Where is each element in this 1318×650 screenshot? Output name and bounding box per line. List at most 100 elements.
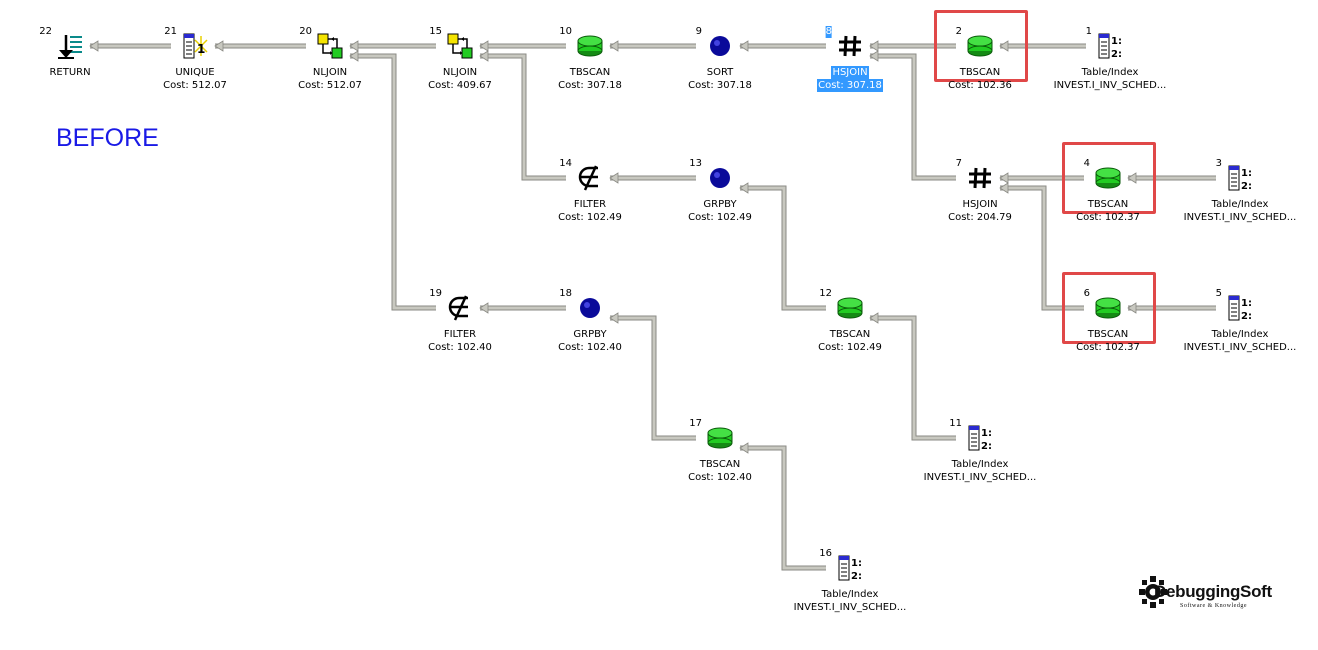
node-operator-name: GRPBY: [703, 199, 737, 210]
svg-text:2:: 2:: [1111, 49, 1122, 60]
hsjoin-icon: [836, 32, 864, 60]
unique-icon: 1: [181, 32, 209, 60]
node-id: 17: [689, 418, 702, 429]
node-operator-name: TBSCAN: [1087, 199, 1129, 210]
node-operator-name: Table/Index: [1211, 199, 1269, 210]
node-id: 2: [955, 26, 962, 37]
svg-text:2:: 2:: [1241, 181, 1252, 192]
tbscan-icon: [706, 424, 734, 452]
highlight-box-2: [934, 10, 1028, 82]
table-icon: 1: 2:: [836, 554, 864, 582]
node-cost: INVEST.I_INV_SCHED...: [923, 472, 1037, 483]
node-operator-name: RETURN: [49, 67, 91, 78]
edge-21-to-22: [89, 40, 171, 52]
node-cost: Cost: 307.18: [688, 80, 752, 91]
node-id: 22: [39, 26, 52, 37]
logo-name: DebuggingSoft: [1154, 582, 1272, 601]
node-id: 8: [825, 26, 832, 38]
grpby-icon: [576, 294, 604, 322]
svg-text:1: 1: [197, 42, 205, 56]
table-icon: 1: 2:: [1096, 32, 1124, 60]
edge-13-to-14: [609, 172, 696, 184]
node-operator-name: TBSCAN: [959, 67, 1001, 78]
node-operator-name: Table/Index: [951, 459, 1009, 470]
tbscan-icon: [966, 32, 994, 60]
node-operator-name: HSJOIN: [962, 199, 998, 210]
edge-12-to-13: [739, 182, 826, 311]
node-id: 20: [299, 26, 312, 37]
edge-5-to-6: [1127, 302, 1216, 314]
node-operator-name: GRPBY: [573, 329, 607, 340]
node-operator-name: NLJOIN: [442, 67, 478, 78]
gear-icon: [1139, 576, 1167, 608]
edge-17-to-18: [609, 312, 696, 441]
node-operator-name: FILTER: [443, 329, 477, 340]
node-id: 1: [1085, 26, 1092, 37]
edge-11-to-12: [869, 312, 956, 441]
node-cost: Cost: 102.37: [1076, 212, 1140, 223]
svg-text:1:: 1:: [851, 558, 862, 569]
node-id: 16: [819, 548, 832, 559]
node-operator-name: Table/Index: [1211, 329, 1269, 340]
edge-15-to-20: [349, 40, 436, 52]
node-label: RETURN: [0, 66, 150, 79]
node-label: GRPBY Cost: 102.49: [640, 198, 800, 224]
node-cost: Cost: 102.49: [688, 212, 752, 223]
svg-text:1:: 1:: [981, 428, 992, 439]
nljoin-icon: [316, 32, 344, 60]
node-id: 4: [1083, 158, 1090, 169]
return-icon: [56, 32, 84, 60]
node-label: SORT Cost: 307.18: [640, 66, 800, 92]
node-id: 12: [819, 288, 832, 299]
node-id: 10: [559, 26, 572, 37]
node-cost: Cost: 102.40: [688, 472, 752, 483]
node-id: 3: [1215, 158, 1222, 169]
node-operator-name: TBSCAN: [829, 329, 871, 340]
edge-7-to-8: [869, 50, 956, 181]
sort-icon: [706, 32, 734, 60]
plan-node-4[interactable]: 4 TBSCAN Cost: 102.37: [1076, 158, 1140, 223]
node-cost: Cost: 102.37: [1076, 342, 1140, 353]
node-id: 21: [164, 26, 177, 37]
edge-9-to-10: [609, 40, 696, 52]
node-operator-name: Table/Index: [821, 589, 879, 600]
node-cost: Cost: 102.40: [558, 342, 622, 353]
node-cost: Cost: 102.49: [558, 212, 622, 223]
hsjoin-icon: [966, 164, 994, 192]
node-operator-name: SORT: [706, 67, 734, 78]
node-cost: INVEST.I_INV_SCHED...: [793, 602, 907, 613]
node-cost: Cost: 307.18: [817, 79, 883, 92]
debuggingsoft-logo: DebuggingSoft Software & Knowledge: [1136, 568, 1302, 618]
plan-node-22[interactable]: 22 RETURN: [39, 26, 90, 78]
node-operator-name: NLJOIN: [312, 67, 348, 78]
